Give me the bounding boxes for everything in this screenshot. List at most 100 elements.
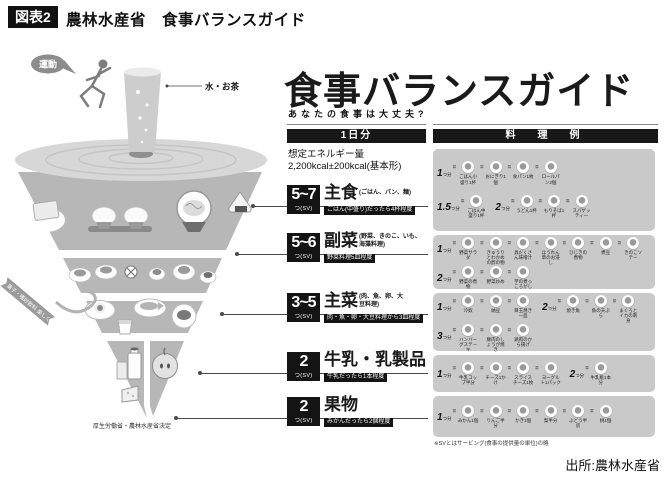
spinning-top-icon: 運動 水・お茶 菓子・嗜好飲料 楽しく適度に 厚生労働省・農林水産省決定 xyxy=(0,54,267,430)
food-item-label: ひじきの煮物 xyxy=(569,250,588,261)
group-name: 主菜(肉、魚、卵、大豆料理) xyxy=(324,291,407,311)
food-item-label: きのこソテー xyxy=(624,250,643,261)
food-item-label: 梨半分 xyxy=(543,417,558,423)
food-item-label: ハンバーグステーキ xyxy=(459,336,478,352)
food-dish-icon xyxy=(548,195,561,208)
food-item: りんご半分 xyxy=(485,404,507,428)
food-item: 牛乳瓶1本分 xyxy=(590,361,612,385)
serving-amount-unit: つ分 xyxy=(442,276,452,282)
equals-sign: = xyxy=(507,327,512,334)
food-item: ひじきの煮物 xyxy=(567,237,589,260)
equals-sign: = xyxy=(452,299,457,305)
water-glass-icon xyxy=(124,67,161,152)
group-name-note: (ごはん、パン、麺) xyxy=(359,189,411,196)
serving-amount-number: 1 xyxy=(437,411,443,423)
koma-main-dish-icons xyxy=(84,298,197,335)
equals-sign: = xyxy=(480,241,484,247)
food-item-label: ごはん小盛り1杯 xyxy=(459,174,478,185)
example-row: 1つ分=野菜サラダ=きゅうりとわかめの酢の物=具だくさん味噌汁=ほうれん草のお浸… xyxy=(437,237,651,266)
serving-amount-unit: つ分 xyxy=(575,372,585,378)
food-dish-icon xyxy=(517,295,530,307)
food-item-label: 焼き魚 xyxy=(566,308,580,313)
serving-amount-number: 2 xyxy=(542,302,548,313)
food-item-label: かき1個 xyxy=(515,417,532,423)
food-item-label: もりそば1杯 xyxy=(543,208,565,219)
group-name-note: (野菜、きのこ、いも、海藻料理) xyxy=(359,234,421,248)
food-item-label: 豚肉のしょうが焼き xyxy=(486,336,505,352)
koma-milk-icon xyxy=(116,347,142,403)
equals-sign: = xyxy=(617,241,622,247)
koma-grain-icons xyxy=(27,190,252,232)
serving-amount-unit: つ分 xyxy=(442,372,452,378)
serving-amount-number: 1 xyxy=(437,368,443,380)
food-item: 目玉焼き一皿 xyxy=(512,295,534,318)
food-item-label: 牛乳瓶1本分 xyxy=(590,374,611,385)
equals-sign: = xyxy=(612,299,617,305)
example-box: 1つ分=野菜サラダ=きゅうりとわかめの酢の物=具だくさん味噌汁=ほうれん草のお浸… xyxy=(433,235,655,289)
food-dish-icon xyxy=(572,404,585,417)
group-name: 果物 xyxy=(324,395,358,414)
food-item-label: おにぎり1個 xyxy=(485,174,506,185)
food-dish-icon xyxy=(517,361,530,374)
serving-amount-number: 2 xyxy=(437,272,443,284)
sweets-ribbon-label: 菓子・嗜好飲料 楽しく適度に xyxy=(5,282,65,334)
food-item: 具だくさん味噌汁 xyxy=(512,237,534,260)
food-item-label: 目玉焼き一皿 xyxy=(514,308,533,319)
equals-sign: = xyxy=(535,165,539,172)
food-item: 芋の煮っころがし xyxy=(512,265,534,289)
serving-amount-number: 2 xyxy=(495,202,501,214)
example-row: 3つ分=ハンバーグステーキ=豚肉のしょうが焼き=鶏肉のから揚げ xyxy=(437,323,651,353)
group-amount-desc: 肉・魚・卵・大豆料理から3皿程度 xyxy=(324,314,424,323)
equals-sign: = xyxy=(566,199,570,206)
food-dish-icon xyxy=(622,295,635,307)
serving-amount-label: 1つ分 xyxy=(437,364,452,382)
equals-sign: = xyxy=(585,365,589,372)
equals-sign: = xyxy=(452,408,457,415)
equals-sign: = xyxy=(452,269,457,276)
equals-sign: = xyxy=(535,241,539,247)
food-dish-icon xyxy=(520,195,533,208)
serving-amount-number: 1 xyxy=(437,302,443,313)
food-dish-icon xyxy=(517,237,530,249)
koma-string xyxy=(54,289,97,314)
equals-sign: = xyxy=(480,365,484,372)
food-item: ごはん小盛り1杯 xyxy=(457,161,479,185)
sv-count: 2 xyxy=(299,353,309,370)
equals-sign: = xyxy=(460,199,465,206)
equals-sign: = xyxy=(480,327,484,334)
food-dish-icon xyxy=(489,404,502,417)
sv-footnote: ※SVとはサービング(食事の提供量の単位)の略 xyxy=(434,441,549,447)
equals-sign: = xyxy=(538,199,543,206)
sv-unit-label: つ(SV) xyxy=(294,418,313,424)
food-dish-icon xyxy=(462,237,475,249)
food-dish-icon xyxy=(517,323,530,336)
food-dish-icon xyxy=(517,265,530,278)
food-item: 野菜炒め xyxy=(485,265,507,284)
water-label-callout: 水・お茶 xyxy=(165,82,240,92)
food-item: ごはん中盛り1杯 xyxy=(465,195,487,218)
equals-sign: = xyxy=(507,365,512,372)
food-item: スライスチーズ1枚 xyxy=(512,361,534,385)
group-amount-desc: みかんだったら2個程度 xyxy=(324,418,394,427)
equals-sign: = xyxy=(562,241,567,247)
food-item-label: 鶏肉のから揚げ xyxy=(514,336,533,347)
food-item-label: 野菜サラダ xyxy=(459,250,478,261)
food-item-label: 牛乳コップ半分 xyxy=(459,374,478,385)
food-item-label: りんご半分 xyxy=(486,417,505,428)
equals-sign: = xyxy=(507,241,512,247)
food-dish-icon xyxy=(489,265,502,278)
food-dish-icon xyxy=(489,323,502,336)
equals-sign: = xyxy=(590,408,594,415)
equals-sign: = xyxy=(507,299,512,305)
food-item-label: 冷奴 xyxy=(463,308,473,313)
food-item: ロールパン2個 xyxy=(540,161,562,185)
food-item-label: 納豆 xyxy=(491,308,501,313)
